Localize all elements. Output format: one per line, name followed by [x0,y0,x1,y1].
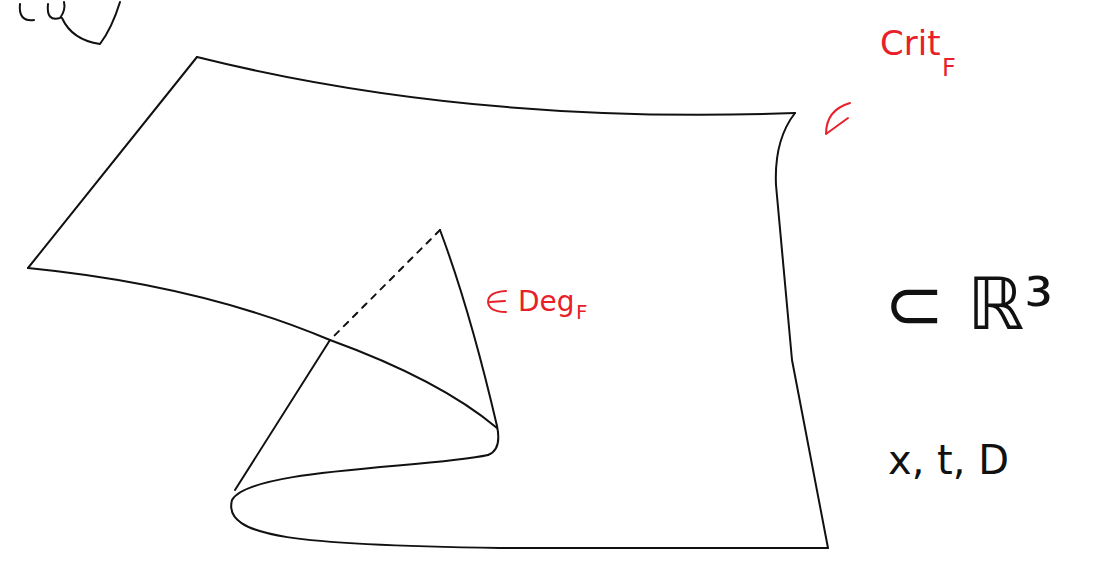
surface-edge [776,113,828,548]
surface-edge [28,268,497,428]
curve-label: Crit [880,26,941,60]
surface-edge [197,57,795,115]
subscript: F [942,56,956,80]
surface-edge [28,57,197,268]
curve-label: Deg [518,288,575,316]
pointer-arrow [826,103,850,134]
space-label: ⊂ ℝ³ [884,268,1053,340]
fold-curve [440,230,498,455]
surface-edge [231,455,828,548]
cropped-scribble [20,2,120,44]
hidden-fold [330,230,440,340]
subscript: F [576,302,588,322]
surface-edge [235,340,330,490]
coordinates-label: x, t, D [888,440,1009,480]
pointer-arrow [488,291,506,312]
